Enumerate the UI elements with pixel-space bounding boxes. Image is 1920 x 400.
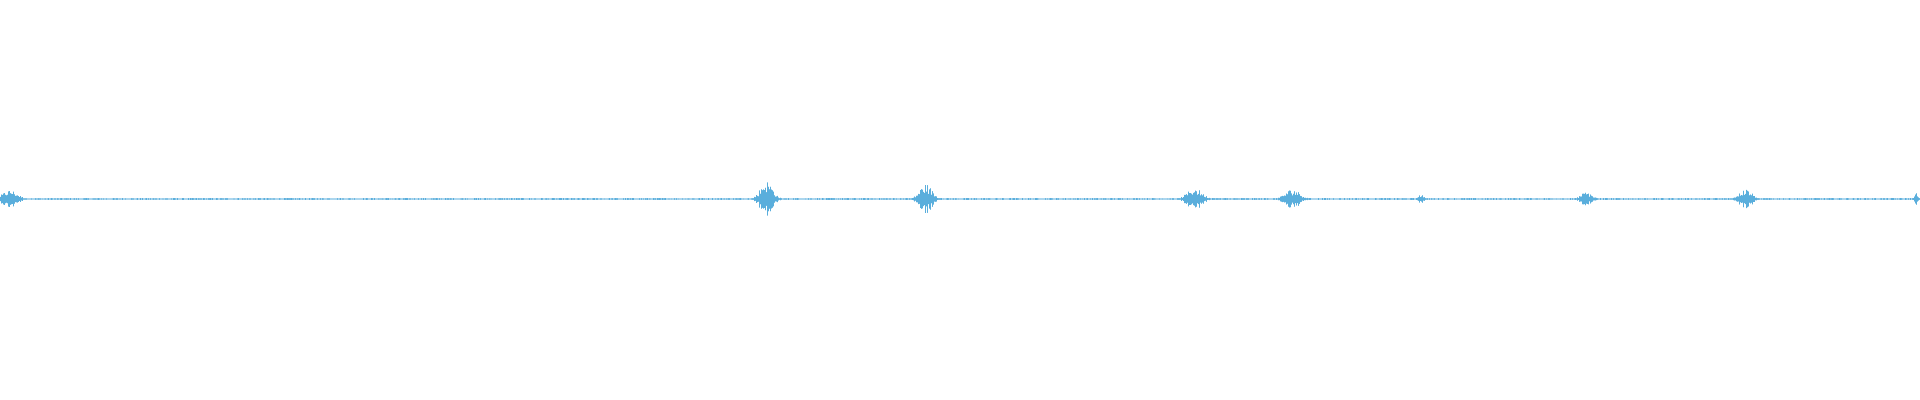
waveform-bars <box>0 182 1920 216</box>
waveform-peaks <box>0 182 1920 216</box>
